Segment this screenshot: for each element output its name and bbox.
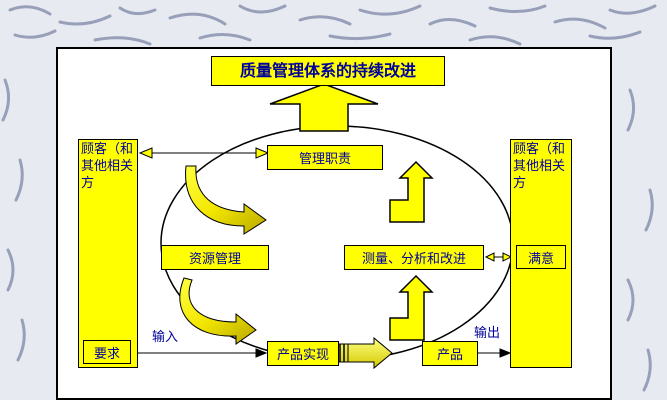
- management-responsibility-box: 管理职责: [267, 145, 383, 170]
- realization-block-arrow: [337, 336, 393, 370]
- resource-management-box: 资源管理: [161, 245, 269, 270]
- improvement-up-arrow: [269, 83, 379, 132]
- requirements-box: 要求: [83, 340, 131, 364]
- input-label: 输入: [152, 330, 179, 345]
- bent-arrow-upper: [389, 160, 434, 223]
- output-arrow: [478, 348, 512, 358]
- mgmt-customer-double-arrow: [138, 147, 270, 159]
- curved-arrow-lower: [179, 277, 257, 345]
- measurement-analysis-improvement-box: 测量、分析和改进: [344, 245, 484, 270]
- customer-left-column: 顾客（和其他相关方: [78, 139, 138, 368]
- customer-left-label: 顾客（和其他相关方: [81, 142, 134, 191]
- product-box: 产品: [422, 341, 478, 366]
- product-realization-box: 产品实现: [267, 341, 339, 366]
- curved-arrow-upper: [185, 165, 267, 235]
- satisfaction-box: 满意: [516, 245, 566, 269]
- diagram-title: 质量管理体系的持续改进: [211, 56, 445, 86]
- output-label: 输出: [474, 326, 501, 341]
- bent-arrow-lower: [389, 274, 434, 341]
- measure-satisfaction-double-arrow: [484, 252, 513, 262]
- customer-right-label: 顾客（和其他相关方: [513, 142, 566, 191]
- input-arrow: [138, 348, 268, 358]
